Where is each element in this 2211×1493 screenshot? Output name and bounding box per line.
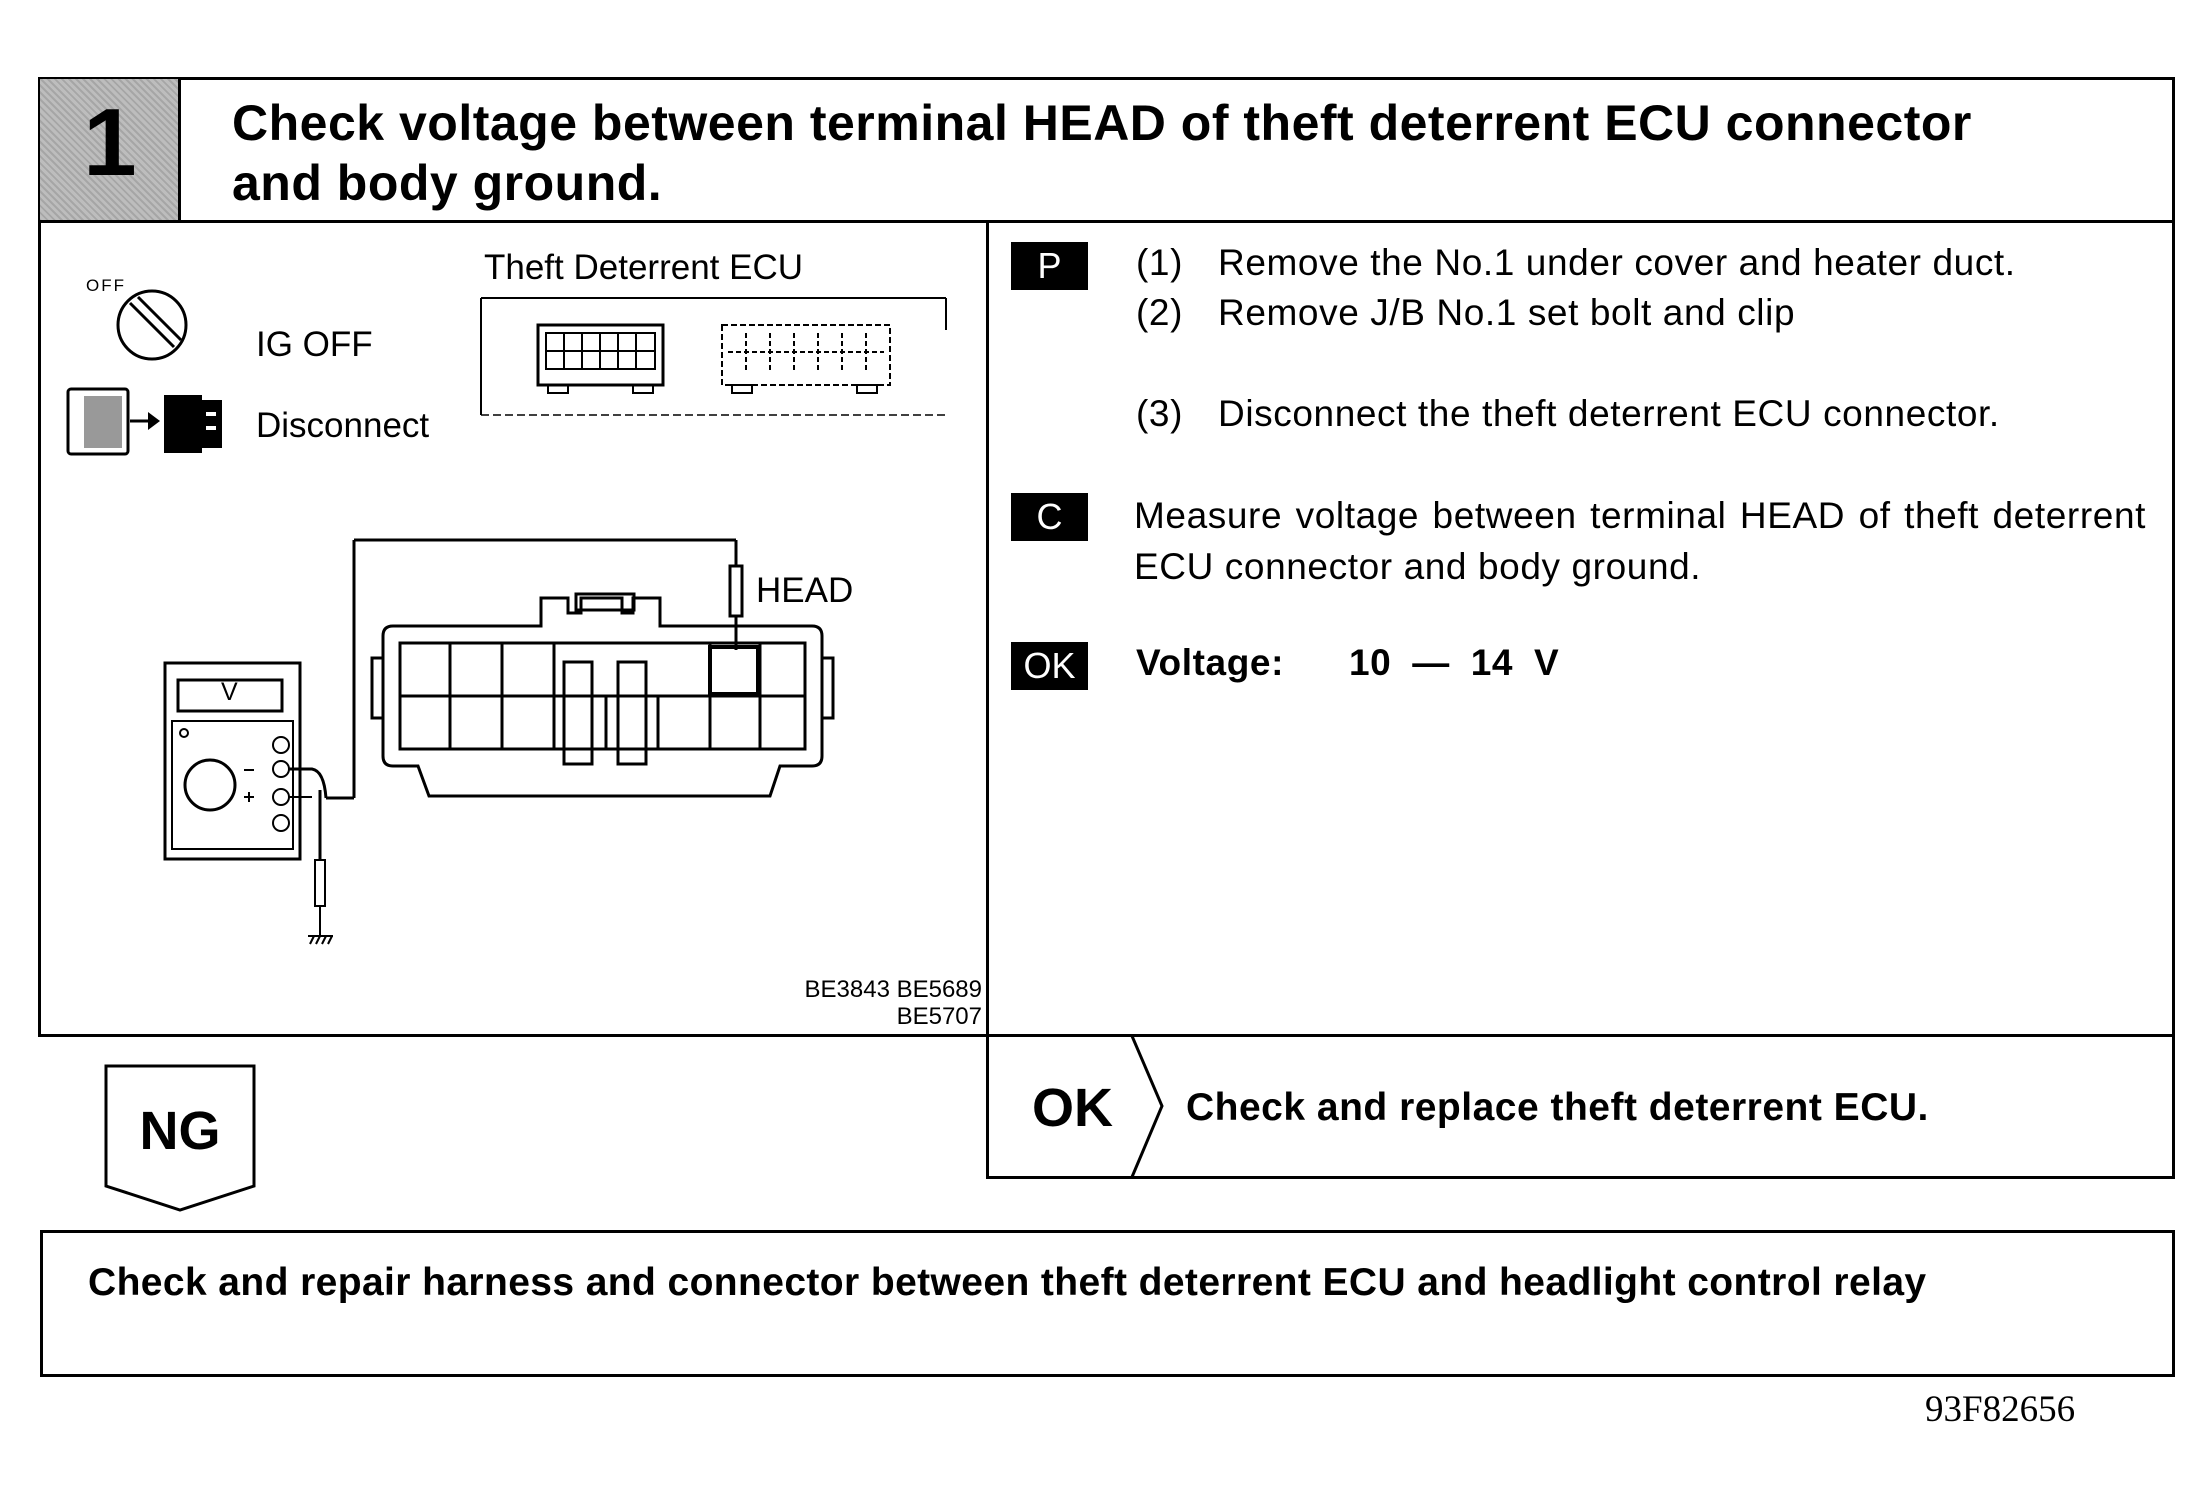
page-title: Check voltage between terminal HEAD of t… <box>232 93 2152 213</box>
ok-result-box <box>986 1034 2175 1179</box>
step-2-text: Remove J/B No.1 set bolt and clip <box>1218 292 1796 333</box>
disconnect-label: Disconnect <box>256 406 430 445</box>
step-1-text: Remove the No.1 under cover and heater d… <box>1218 242 2016 283</box>
wiring-diagram <box>66 289 947 945</box>
ref-codes-line-1: BE3843 BE5689 <box>804 976 982 1003</box>
check-tag: C <box>1011 493 1088 541</box>
voltage-label: Voltage: <box>1136 642 1285 683</box>
ng-result-action: Check and repair harness and connector b… <box>88 1261 1927 1304</box>
head-terminal-label: HEAD <box>756 571 854 610</box>
title-line-1: Check voltage between terminal HEAD of t… <box>232 95 1972 151</box>
ok-arrow-divider <box>1130 1036 1164 1177</box>
column-divider <box>986 220 989 1037</box>
prepare-tag: P <box>1011 242 1088 290</box>
ng-action-box <box>40 1230 2175 1377</box>
ng-result-label: NG <box>139 1101 221 1161</box>
voltage-value: 10 — 14 V <box>1349 642 1560 683</box>
ng-arrow-badge <box>104 1064 256 1212</box>
test-probe <box>326 538 744 800</box>
disconnect-connector-icon <box>66 387 222 456</box>
voltmeter-icon <box>163 661 328 935</box>
ecu-location-sketch <box>480 297 947 416</box>
step-header-frame <box>38 77 2175 223</box>
step-2-number: (2) <box>1136 292 1184 333</box>
ok-result-label: OK <box>1032 1078 1113 1138</box>
ecu-connector <box>370 592 835 798</box>
step-number: 1 <box>83 89 137 196</box>
ok-tag: OK <box>1011 642 1088 690</box>
voltmeter-label: V <box>221 678 238 706</box>
ref-codes-line-2: BE5707 <box>896 1003 982 1030</box>
ground-symbol-icon <box>308 935 333 945</box>
diagram-ref-codes: BE3843 BE5689 BE5707 <box>700 976 982 1030</box>
ecu-label: Theft Deterrent ECU <box>484 248 803 287</box>
title-line-2: and body ground. <box>232 155 663 211</box>
step-1-number: (1) <box>1136 242 1184 283</box>
header-divider <box>178 77 181 223</box>
step-3-text: Disconnect the theft deterrent ECU conne… <box>1218 393 2000 434</box>
step-number-box <box>40 79 180 221</box>
figure-code: 93F82656 <box>1925 1389 2076 1430</box>
ig-off-label: IG OFF <box>256 325 373 364</box>
step-3-number: (3) <box>1136 393 1184 434</box>
switch-off-label: OFF <box>86 276 126 295</box>
ok-result-action: Check and replace theft deterrent ECU. <box>1186 1086 1929 1129</box>
ignition-switch-icon <box>116 289 188 361</box>
measure-instruction: Measure voltage between terminal HEAD of… <box>1134 495 2146 587</box>
